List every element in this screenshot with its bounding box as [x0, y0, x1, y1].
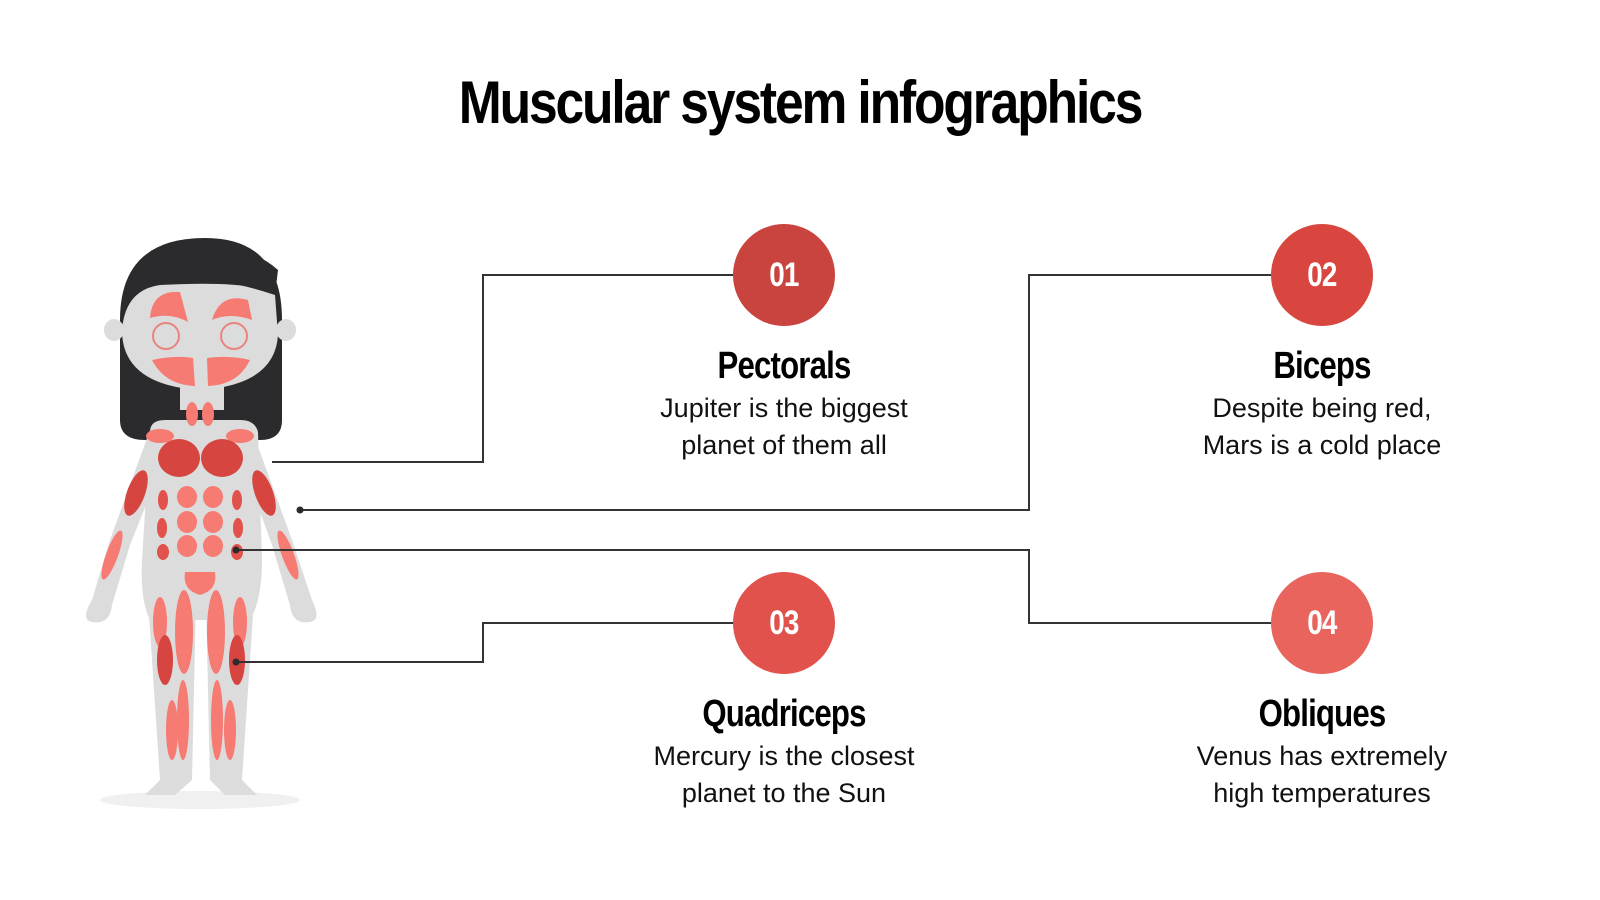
page-title: Muscular system infographics [458, 69, 1144, 136]
card-heading: Quadriceps [702, 693, 866, 735]
card-heading: Biceps [1273, 345, 1371, 387]
card-biceps: Biceps Despite being red,Mars is a cold … [1142, 344, 1502, 464]
badge-02: 02 [1271, 224, 1373, 326]
connector-pectorals [272, 274, 740, 463]
card-heading: Obliques [1258, 693, 1387, 735]
connector-biceps [300, 274, 1275, 511]
card-description: Despite being red,Mars is a cold place [1202, 393, 1442, 460]
connector-quadriceps [236, 622, 740, 663]
badge-04: 04 [1271, 572, 1373, 674]
badge-01: 01 [733, 224, 835, 326]
human-muscle-figure-icon [86, 238, 317, 809]
card-heading: Pectorals [717, 345, 852, 387]
connector-obliques [236, 549, 1275, 624]
badge-03: 03 [733, 572, 835, 674]
